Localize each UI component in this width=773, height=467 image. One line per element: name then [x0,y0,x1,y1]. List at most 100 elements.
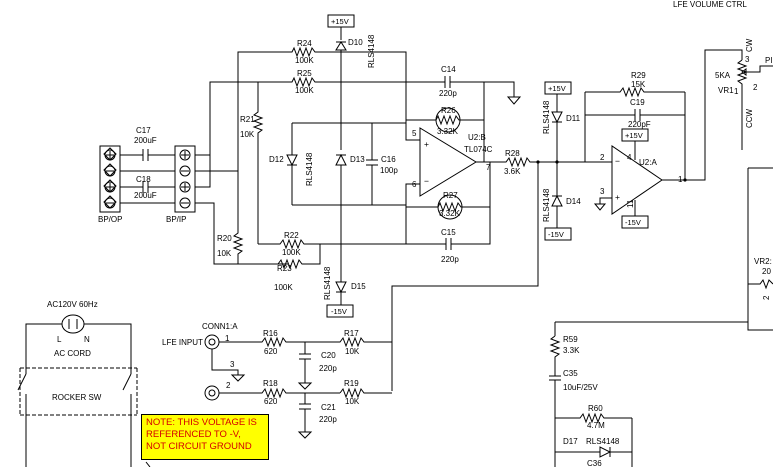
cap-c20: C20 220p [299,342,337,383]
vr2-partial: VR2: 20 2 [748,257,773,300]
svg-text:3: 3 [745,55,750,64]
svg-text:3.3K: 3.3K [563,346,580,355]
svg-text:C18: C18 [136,175,151,184]
res-r23: R23 100K [238,244,321,292]
cap-c21: C21 220p [299,393,337,432]
svg-text:R23: R23 [277,264,292,273]
svg-text:R18: R18 [263,379,278,388]
svg-text:100K: 100K [295,56,314,65]
jack-bp-ip: BP/IP [166,145,196,224]
svg-text:CCW: CCW [745,108,754,128]
voltage-note: NOTE: THIS VOLTAGE IS REFERENCED TO -V, … [141,414,269,460]
svg-text:−: − [424,176,429,186]
svg-text:R19: R19 [344,379,359,388]
svg-text:3.32K: 3.32K [437,127,459,136]
svg-text:CONN1:A: CONN1:A [202,322,238,331]
pot-vr1: 5KA VR1 CW CCW 3 2 1 PI [715,38,773,150]
svg-text:L: L [57,335,62,344]
svg-text:C35: C35 [563,369,578,378]
svg-text:10K: 10K [345,347,360,356]
section-title: LFE VOLUME CTRL [673,0,747,9]
res-r19: R19 10K [339,379,392,406]
rail-pos-top: +15V [327,14,355,28]
svg-text:+15V: +15V [331,17,349,26]
svg-text:1: 1 [225,334,230,343]
svg-text:15K: 15K [631,80,646,89]
diode-d10: D10 RLS4148 [335,27,376,150]
svg-text:C21: C21 [321,403,336,412]
svg-text:RLS4148: RLS4148 [542,100,551,134]
svg-text:VR1: VR1 [718,86,734,95]
svg-text:R27: R27 [443,191,458,200]
svg-text:20: 20 [762,267,771,276]
svg-text:RLS4148: RLS4148 [367,34,376,68]
svg-text:R29: R29 [631,71,646,80]
svg-text:3.6K: 3.6K [504,167,521,176]
svg-text:R20: R20 [217,234,232,243]
ground-top [484,81,522,105]
res-r20: R20 10K [217,228,244,264]
rail-pos-u2a: +15V [621,128,649,142]
svg-text:R16: R16 [263,329,278,338]
svg-text:C15: C15 [441,228,456,237]
rocker-switch: ROCKER SW [17,360,138,467]
svg-text:D17: D17 [563,437,578,446]
svg-text:220p: 220p [439,89,457,98]
cap-c15: C15 220p [405,205,491,264]
svg-text:PI: PI [765,56,773,65]
res-r26: R26 3.32K [406,106,484,136]
svg-text:200uF: 200uF [134,136,157,145]
res-r16: R16 620 [255,329,320,356]
ac-input: AC120V 60Hz L N AC CORD [25,300,132,360]
cap-c18: C18 200uF [134,175,157,200]
svg-text:220p: 220p [319,415,337,424]
svg-text:R28: R28 [505,149,520,158]
res-r21: R21 10K [240,82,264,244]
svg-text:D11: D11 [566,114,581,123]
svg-text:CW: CW [745,38,754,52]
svg-text:AC CORD: AC CORD [54,349,91,358]
diode-d14: D14 RLS4148 [542,162,581,228]
svg-text:R59: R59 [563,335,578,344]
svg-text:7: 7 [486,163,491,172]
svg-text:+: + [615,192,620,202]
svg-text:10K: 10K [345,397,360,406]
svg-text:100K: 100K [282,248,301,257]
svg-text:U2:A: U2:A [639,158,657,167]
svg-text:3: 3 [600,187,605,196]
res-r29: R29 15K [585,71,685,98]
res-r28: R28 3.6K [500,149,538,176]
svg-text:RLS4148: RLS4148 [305,152,314,186]
svg-text:R22: R22 [284,231,299,240]
svg-text:2: 2 [753,83,758,92]
svg-text:LFE INPUT: LFE INPUT [162,338,203,347]
svg-text:2: 2 [600,153,605,162]
svg-text:C20: C20 [321,351,336,360]
diode-d13: D13 [335,153,365,276]
svg-text:N: N [84,335,90,344]
svg-text:TL074C: TL074C [464,145,493,154]
svg-text:D14: D14 [566,197,581,206]
jack-left-label: BP/OP [98,215,122,224]
svg-text:−: − [615,156,620,166]
diode-d11: D11 RLS4148 [542,94,581,162]
svg-text:D15: D15 [351,282,366,291]
svg-text:5KA: 5KA [715,71,731,80]
svg-text:U2:B: U2:B [468,133,486,142]
svg-text:C19: C19 [630,98,645,107]
rail-neg-u2a: -15V [621,215,649,229]
svg-text:220pF: 220pF [628,120,651,129]
cap-c14: C14 220p [342,65,485,120]
svg-text:RLS4148: RLS4148 [323,266,332,300]
svg-text:D12: D12 [269,155,284,164]
svg-text:ROCKER SW: ROCKER SW [52,393,102,402]
svg-text:2: 2 [226,381,231,390]
svg-text:RLS4148: RLS4148 [586,437,620,446]
diode-d12: D12 RLS4148 [269,123,314,205]
rail-pos-d11: +15V [544,81,572,95]
svg-text:10uF/25V: 10uF/25V [563,383,598,392]
rail-neg-d14: -15V [544,227,572,241]
svg-text:5: 5 [412,129,417,138]
res-r59: R59 3.3K [549,335,580,376]
